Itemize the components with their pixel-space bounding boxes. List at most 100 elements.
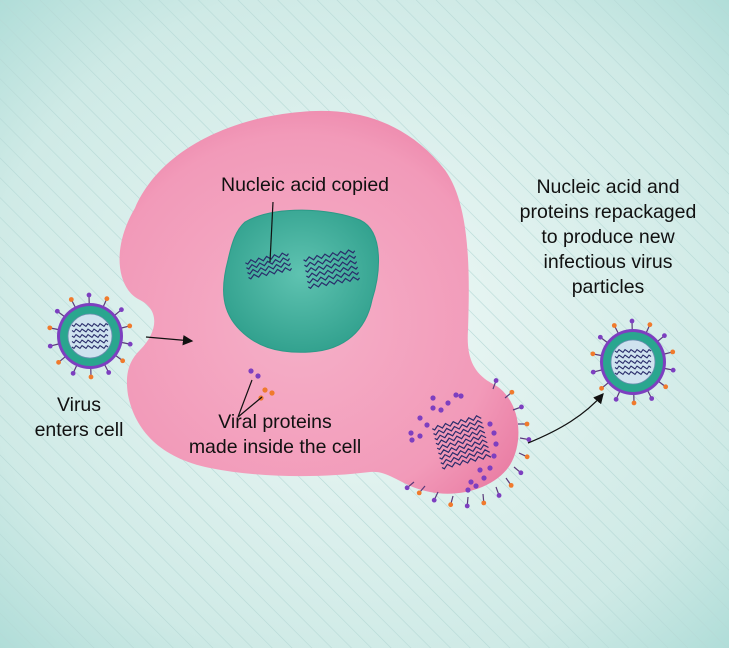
- protein-dot: [477, 467, 483, 473]
- spike-head: [47, 325, 53, 331]
- protein-dot: [453, 392, 459, 398]
- virus-rna: [614, 370, 652, 376]
- spike-head: [597, 334, 603, 340]
- nucleic-acid-strands-right: [303, 249, 360, 290]
- nucleic-acid-strand: [438, 439, 488, 456]
- protein-dot: [269, 390, 275, 396]
- viral-proteins-pointer: [237, 379, 263, 418]
- spike-head: [662, 333, 667, 339]
- nucleic-acid-strand: [440, 449, 490, 465]
- nucleic-acid-copied-label: Nucleic acid copied: [221, 174, 390, 196]
- spike-head: [649, 396, 655, 401]
- nucleic-acid-pointer: [269, 201, 274, 263]
- virus-rna: [614, 348, 652, 354]
- repackaged-line-3: to produce new: [541, 226, 675, 248]
- virus-rna: [614, 359, 652, 365]
- spike-head: [647, 322, 653, 328]
- virus-enters-line-2: enters cell: [34, 419, 124, 441]
- protein-dot: [491, 453, 497, 459]
- protein-dot: [262, 387, 268, 393]
- spike-head: [509, 389, 515, 395]
- spike-head: [611, 323, 617, 328]
- spike-head: [431, 497, 437, 503]
- nucleic-acid-strands-left: [245, 252, 293, 280]
- spike-head: [127, 341, 133, 347]
- spike-head: [613, 396, 619, 402]
- nucleic-acid-strand: [245, 252, 289, 265]
- virus-rna: [71, 333, 109, 339]
- spike-head: [68, 297, 74, 302]
- spike-head: [519, 404, 524, 410]
- protein-dot: [417, 433, 423, 439]
- virus-rna: [71, 322, 109, 328]
- protein-dot: [438, 407, 444, 413]
- protein-dot: [430, 395, 436, 401]
- nucleic-acid-strand: [433, 419, 483, 436]
- spike-head: [56, 359, 61, 365]
- protein-dot: [417, 415, 423, 421]
- spike-head: [508, 482, 514, 488]
- spike-head: [496, 493, 502, 498]
- virus-rna: [614, 354, 652, 359]
- protein-dot: [255, 373, 261, 379]
- entry-arrow: [145, 335, 194, 346]
- protein-dot: [408, 430, 414, 436]
- protein-dot: [424, 422, 430, 428]
- virus-enters-line-1: Virus: [56, 394, 102, 416]
- protein-dot: [491, 430, 497, 436]
- spike-head: [86, 292, 92, 298]
- spike-head: [670, 349, 676, 355]
- nucleic-acid-strand: [247, 262, 292, 275]
- budding-nucleic-acid: [432, 415, 492, 470]
- repackaged-line-4: infectious virus: [543, 251, 673, 273]
- nucleic-acid-strand: [304, 254, 357, 268]
- nucleic-acid-strand: [432, 415, 482, 431]
- virus-released: [590, 318, 676, 406]
- nucleic-acid-strand: [434, 424, 484, 441]
- virus-rna: [71, 328, 109, 333]
- spike-head: [119, 307, 124, 313]
- spike-head: [670, 367, 676, 373]
- spike-head: [464, 503, 470, 509]
- repackaged-line-2: proteins repackaged: [519, 201, 697, 223]
- nucleic-acid-strand: [436, 434, 487, 451]
- protein-dot: [493, 441, 499, 447]
- budding-proteins: [408, 392, 499, 493]
- nucleic-acid-strand: [441, 453, 492, 470]
- virus-rna: [71, 344, 109, 350]
- virus-enters-label: Virus enters cell: [14, 393, 144, 443]
- spike-head: [481, 500, 487, 506]
- protein-dot: [487, 465, 493, 471]
- spike-head: [127, 323, 133, 329]
- spike-head: [88, 374, 94, 380]
- nucleic-acid-strand: [248, 267, 293, 280]
- spike-head: [518, 470, 524, 476]
- protein-dot: [409, 437, 415, 443]
- nucleic-acid-strand: [305, 260, 358, 273]
- viral-proteins-line-1: Viral proteins: [218, 411, 332, 433]
- virus-entering: [47, 292, 133, 380]
- spike-head: [404, 485, 410, 491]
- spike-head: [416, 490, 422, 496]
- spike-head: [524, 421, 530, 427]
- spike-head: [70, 370, 76, 376]
- spike-head: [493, 378, 499, 383]
- virus-rna: [614, 365, 652, 370]
- repackaged-line-1: Nucleic acid and: [536, 176, 680, 198]
- nucleic-acid-strand: [246, 257, 290, 270]
- spike-head: [599, 385, 604, 391]
- spike-head: [629, 318, 635, 324]
- spike-head: [104, 296, 110, 302]
- nucleic-acid-strand: [439, 444, 489, 460]
- protein-dot: [445, 400, 451, 406]
- spike-head: [54, 308, 60, 314]
- spike-head: [47, 343, 53, 349]
- spike-head: [524, 454, 530, 460]
- protein-dot: [487, 421, 493, 427]
- nucleic-acid-strand: [306, 265, 359, 279]
- repackaged-line-5: particles: [571, 276, 645, 298]
- release-arrow: [527, 393, 604, 444]
- nucleic-acid-strand: [307, 270, 360, 284]
